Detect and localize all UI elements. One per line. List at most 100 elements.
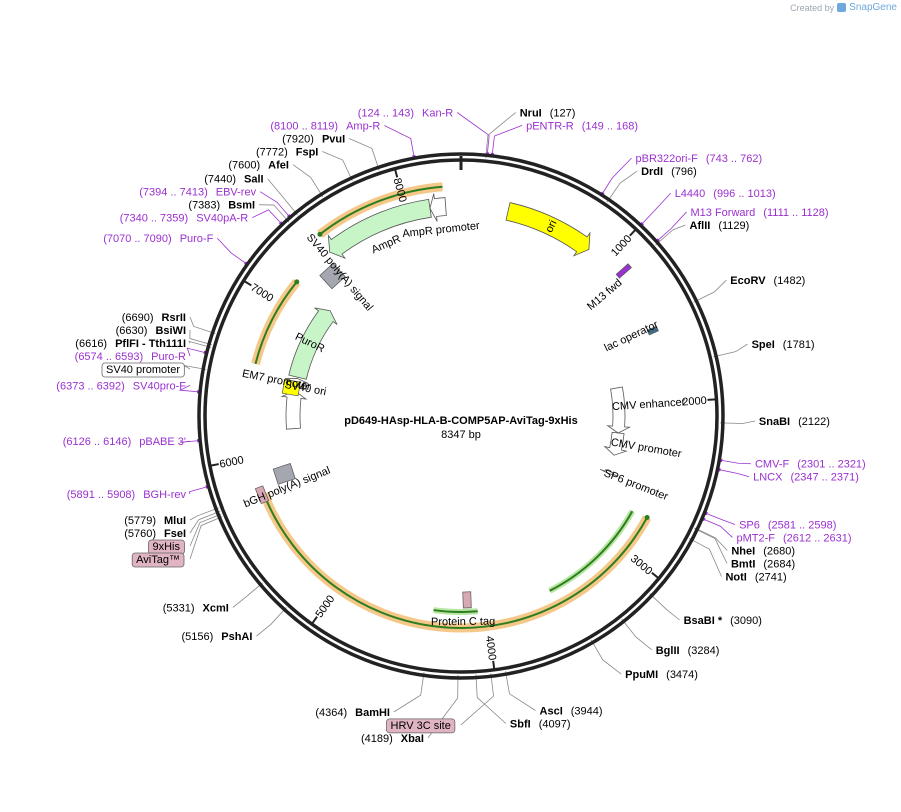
enzyme-label-fsei: (5760)FseI	[124, 528, 186, 540]
enzyme-leader-noti	[689, 538, 722, 577]
enzyme-label-bamhi: (4364)BamHI	[315, 707, 390, 719]
sv40-ori-glyph	[281, 379, 301, 397]
primer-name-pentr-r: pENTR-R	[526, 120, 574, 132]
enzyme-label-aflii: AflII(1129)	[690, 220, 750, 232]
primer-mark-puro-f	[243, 261, 248, 266]
enzyme-pos-xbai: (4189)	[361, 733, 393, 745]
primer-name-pbabe-3: pBABE 3'	[139, 436, 186, 448]
primer-name-sv40pro-f: SV40pro-F	[133, 380, 186, 392]
primer-name-kan-r: Kan-R	[422, 108, 453, 120]
primer-mark-puro-r	[203, 350, 207, 355]
primer-name-pmt2-f: pMT2-F	[737, 532, 776, 544]
enzyme-pos-ppumi: (3474)	[666, 669, 698, 681]
feature-label-sp6-promoter: SP6 promoter	[602, 467, 670, 503]
orf-head-2	[317, 231, 323, 237]
enzyme-pos-aflii: (1129)	[718, 220, 749, 232]
primer-mark-pbr322ori-f	[600, 191, 605, 195]
primer-mark-lncx	[718, 467, 721, 472]
enzyme-label-xbai: (4189) XbaI	[361, 733, 424, 745]
enzyme-label-xcmi: (5331) XcmI	[163, 602, 229, 614]
enzyme-leader-ppumi	[590, 639, 622, 675]
primer-label-sp6: SP6(2581 .. 2598)	[739, 519, 836, 531]
primer-leader-cmv-f	[719, 459, 752, 465]
enzyme-leader-pshai	[256, 607, 287, 637]
primer-leader-m13-forward	[656, 211, 687, 242]
enzyme-label-bsabi: BsaBI *(3090)	[684, 615, 762, 627]
enzyme-name-xcmi: XcmI	[203, 602, 229, 614]
orf-head-1	[294, 279, 300, 285]
enzyme-leader-bglii	[621, 618, 652, 651]
feature-label-cmv-promoter: CMV promoter	[610, 437, 683, 461]
enzyme-pos-nhei: (2680)	[763, 545, 795, 557]
primer-range-ebv-rev: (7394 .. 7413)	[139, 187, 208, 199]
enzyme-pos-snabi: (2122)	[798, 416, 830, 428]
primer-leader-sv40pa-r	[252, 209, 283, 225]
enzyme-name-bsabi: BsaBI *	[684, 615, 723, 627]
enzyme-pos-bsmi: (7383)	[188, 200, 220, 212]
orf-core-1	[254, 281, 298, 365]
enzyme-name-bsmi: BsmI	[228, 200, 255, 212]
enzyme-name-bmti: BmtI	[731, 558, 755, 570]
enzyme-label-asci: AscI(3944)	[540, 706, 603, 718]
primer-leader-kan-r	[456, 112, 490, 156]
snapgene-logo-icon	[837, 3, 847, 12]
feature-label-protein-c-tag: Protein C tag	[431, 616, 495, 629]
enzyme-name-ppumi: PpuMI	[625, 669, 658, 681]
enzyme-leader-bsabi	[649, 593, 680, 621]
primer-mark-ebv-rev	[286, 214, 291, 218]
enzyme-pos-pshai: (5156)	[181, 631, 213, 643]
primer-label-bgh-rev: (5891 .. 5908)BGH-rev	[67, 489, 187, 501]
enzyme-label-fspi: (7772)FspI	[256, 147, 318, 159]
leader-lines-layer	[178, 112, 755, 739]
primer-leader-pbr322ori-f	[601, 157, 632, 196]
enzyme-pos-pvui: (7920)	[282, 134, 314, 146]
primer-name-ebv-rev: EBV-rev	[216, 187, 257, 199]
enzyme-label-bmti: BmtI(2684)	[731, 558, 795, 570]
tick-label-6000: 6000	[218, 454, 244, 471]
enzyme-label-afei: (7600)AfeI	[228, 160, 289, 172]
orf-core-0	[262, 493, 649, 629]
enzyme-label-drdi: DrdI(796)	[641, 166, 697, 178]
enzyme-label-nrui: NruI(127)	[520, 107, 576, 119]
primer-range-amp-r: (8100 .. 8119)	[270, 121, 338, 133]
enzyme-leader-xcmi	[232, 582, 264, 608]
inner-arrow-core-0	[549, 510, 634, 592]
enzyme-name-bamhi: BamHI	[355, 707, 390, 719]
enzyme-pos-fsei: (5760)	[124, 528, 156, 540]
enzyme-pos-xcmi: (5331)	[163, 602, 195, 614]
enzyme-name-bglii: BglII	[656, 645, 680, 657]
primer-label-lncx: LNCX(2347 .. 2371)	[753, 472, 859, 484]
lac-operator-glyph	[646, 325, 659, 336]
enzyme-name-xbai: XbaI	[401, 733, 424, 745]
enzyme-leader-sbfi	[475, 674, 507, 724]
enzyme-name-fspi: FspI	[296, 147, 319, 159]
enzyme-pos-nrui: (127)	[550, 107, 576, 119]
boxed-label-frame-sv40-promoter	[101, 362, 185, 378]
primer-range-lncx: (2347 .. 2371)	[790, 472, 859, 484]
boxed-label-sv40-promoter: SV40 promoter	[106, 364, 180, 376]
boxed-label-frame-hrv-3c-site	[386, 718, 456, 734]
enzyme-pos-mlui: (5779)	[124, 515, 156, 527]
primer-range-cmv-f: (2301 .. 2321)	[797, 459, 866, 471]
primer-range-l4440: (996 .. 1013)	[713, 188, 775, 200]
enzyme-label-ecorv: EcoRV(1482)	[730, 275, 805, 287]
enzyme-label-noti: NotI(2741)	[725, 571, 786, 583]
tick-mark-1000	[629, 229, 637, 237]
primer-label-pbabe-3: (6126 .. 6146)pBABE 3'	[63, 436, 186, 448]
enzyme-pos-noti: (2741)	[755, 571, 787, 583]
tick-mark-5000	[311, 616, 318, 624]
enzyme-pos-asci: (3944)	[571, 706, 603, 718]
enzyme-leader-rsrii	[189, 316, 216, 335]
m13-fwd-glyph	[615, 263, 632, 279]
enzyme-pos-drdi: (796)	[671, 166, 697, 178]
tick-label-1000: 1000	[609, 233, 634, 259]
feature-arrow-ori	[505, 202, 591, 257]
enzyme-pos-sbfi: (4097)	[539, 719, 571, 731]
primer-leader-puro-f	[217, 237, 248, 265]
created-by-credit: Created by SnapGene	[790, 2, 897, 13]
snapgene-brand: SnapGene	[849, 2, 897, 13]
box-leader-hrv-3c-site	[460, 673, 494, 726]
enzyme-leader-snabi	[719, 420, 755, 424]
primer-mark-cmv-f	[719, 458, 723, 463]
